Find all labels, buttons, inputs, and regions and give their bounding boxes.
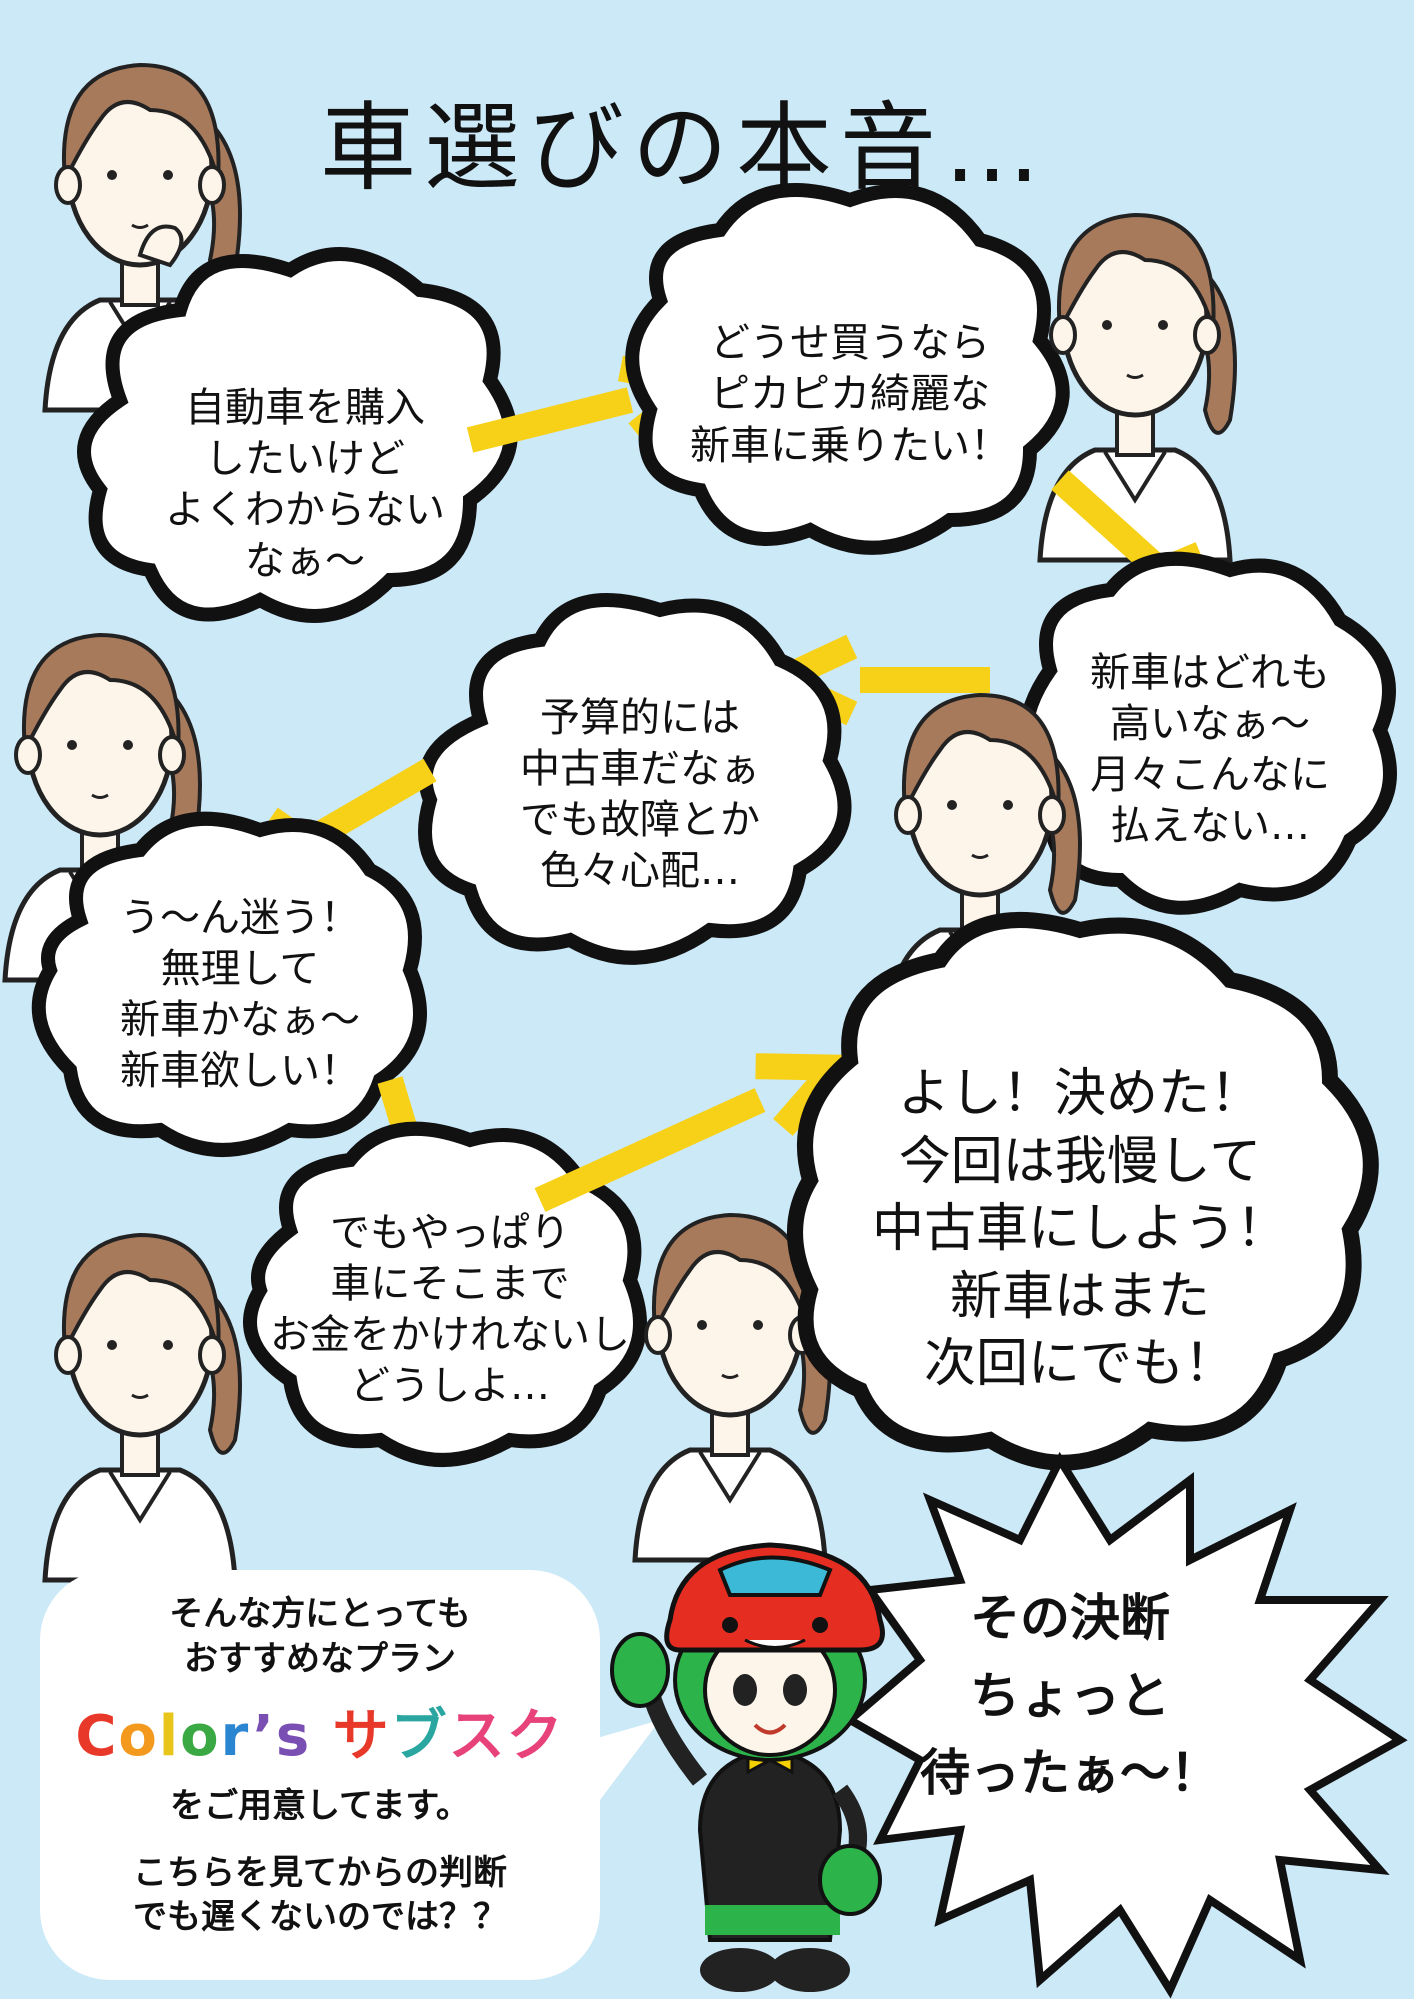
thought-bubble-5 — [31, 811, 427, 1157]
thought-bubble-2 — [625, 183, 1070, 555]
thought-bubble-6 — [243, 1121, 647, 1467]
bubble-6-text: でもやっぱり 車にそこまで お金をかけれないし どうしよ… — [270, 1209, 630, 1410]
bubble-7-text: よし！決めた！ 今回は我慢して 中古車にしよう！ 新車はまた 次回にでも！ — [871, 1064, 1288, 1395]
bubble-4-text: 予算的には 中古車だなぁ でも故障とか 色々心配… — [520, 694, 760, 895]
bubble-5-text: う～ん迷う！ 無理して 新車かなぁ～ 新車欲しい！ — [120, 894, 360, 1095]
bubble-3-text: 新車はどれも 高いなぁ～ 月々こんなに 払えない… — [1090, 649, 1330, 850]
girl-crying — [45, 1235, 240, 1580]
exclamation-burst — [843, 1451, 1408, 1999]
thought-bubble-7 — [787, 912, 1379, 1471]
cta-text: そんな方にとっても おすすめなプラン Color’s サブスク をご用意してます… — [40, 1570, 600, 1940]
burst-text: その決断 ちょっと 待ったぁ～！ — [920, 1589, 1220, 1802]
colors-subscription-logo: Color’s サブスク — [75, 1703, 565, 1769]
cta-panel — [40, 1570, 600, 1980]
page-title: 車選びの本音… — [320, 92, 1048, 204]
mascot-character — [610, 1542, 885, 1992]
bubble-1-text: 自動車を購入 したいけど よくわからない なぁ～ — [165, 384, 445, 585]
bubble-2-text: どうせ買うなら ピカピカ綺麗な 新車に乗りたい！ — [690, 320, 1010, 469]
thought-bubble-1 — [77, 247, 518, 623]
thought-bubble-4 — [418, 593, 852, 965]
